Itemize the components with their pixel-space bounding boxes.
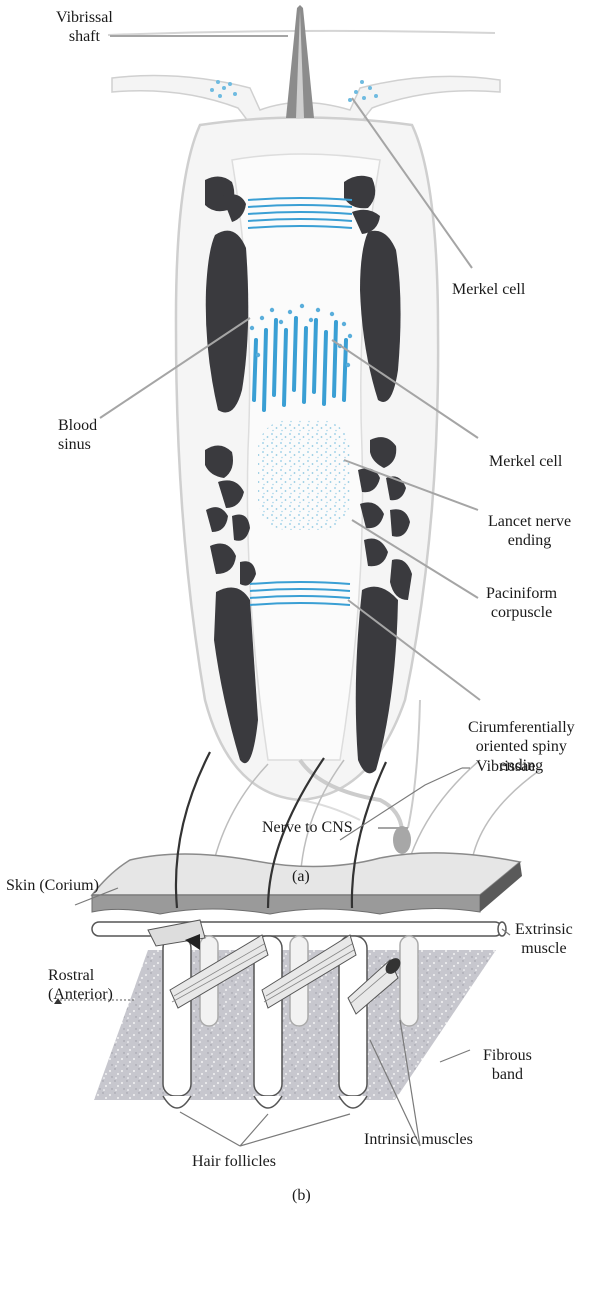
- panel-b-array: [92, 752, 540, 1108]
- leader-follicles: [180, 1112, 350, 1146]
- skin-front-face: [92, 895, 480, 914]
- label-vibrissae: Vibrissae: [476, 757, 535, 776]
- label-merkel-cell-top: Merkel cell: [452, 280, 525, 299]
- label-nerve: Nerve to CNS: [262, 818, 353, 837]
- label-rostral: Rostral (Anterior): [48, 966, 113, 1004]
- label-merkel-cell-mid: Merkel cell: [489, 452, 562, 471]
- panel-a-follicle: [108, 5, 500, 854]
- label-blood-sinus: Blood sinus: [58, 416, 97, 454]
- label-fibrous: Fibrous band: [483, 1046, 532, 1084]
- caption-b: (b): [292, 1186, 311, 1205]
- label-extrinsic: Extrinsic muscle: [515, 920, 573, 958]
- label-lancet: Lancet nerve ending: [488, 512, 571, 550]
- label-paciniform: Paciniform corpuscle: [486, 584, 557, 622]
- leader-fibrous: [440, 1050, 470, 1062]
- label-skin: Skin (Corium): [6, 876, 99, 895]
- nerve-end: [393, 826, 411, 854]
- paciniform-region: [258, 420, 350, 530]
- caption-a: (a): [292, 867, 310, 886]
- label-intrinsic: Intrinsic muscles: [364, 1130, 473, 1149]
- label-follicles: Hair follicles: [192, 1152, 276, 1171]
- label-vibrissal-shaft: Vibrissal shaft: [56, 8, 113, 46]
